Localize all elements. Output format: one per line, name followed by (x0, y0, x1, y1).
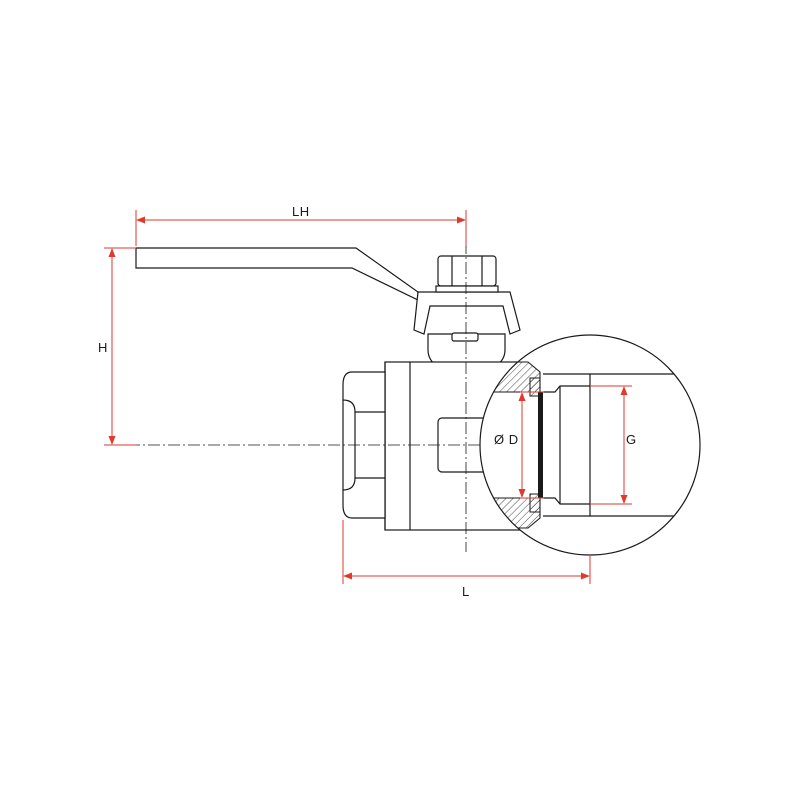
seat-upper (529, 377, 541, 397)
gasket-seal (538, 392, 543, 498)
dimension-height-h: H (98, 247, 136, 446)
handle-bracket (413, 291, 521, 335)
stem-nut (435, 255, 499, 293)
seat-lower (529, 493, 541, 513)
label-h: H (98, 340, 108, 355)
dimension-diameter-d: Ø D (494, 391, 544, 499)
label-lh: LH (292, 204, 310, 219)
end-piece (543, 373, 591, 517)
label-l: L (462, 584, 470, 599)
stem-slot (451, 332, 479, 342)
handle-lever (135, 247, 419, 301)
dimension-handle-length-lh: LH (135, 204, 467, 246)
label-diameter-d: Ø D (494, 432, 519, 447)
dimension-thread-g: G (590, 385, 637, 505)
dimension-length-l: L (342, 520, 591, 599)
label-thread-g: G (626, 432, 637, 447)
section-detail: Ø D G (479, 334, 701, 556)
